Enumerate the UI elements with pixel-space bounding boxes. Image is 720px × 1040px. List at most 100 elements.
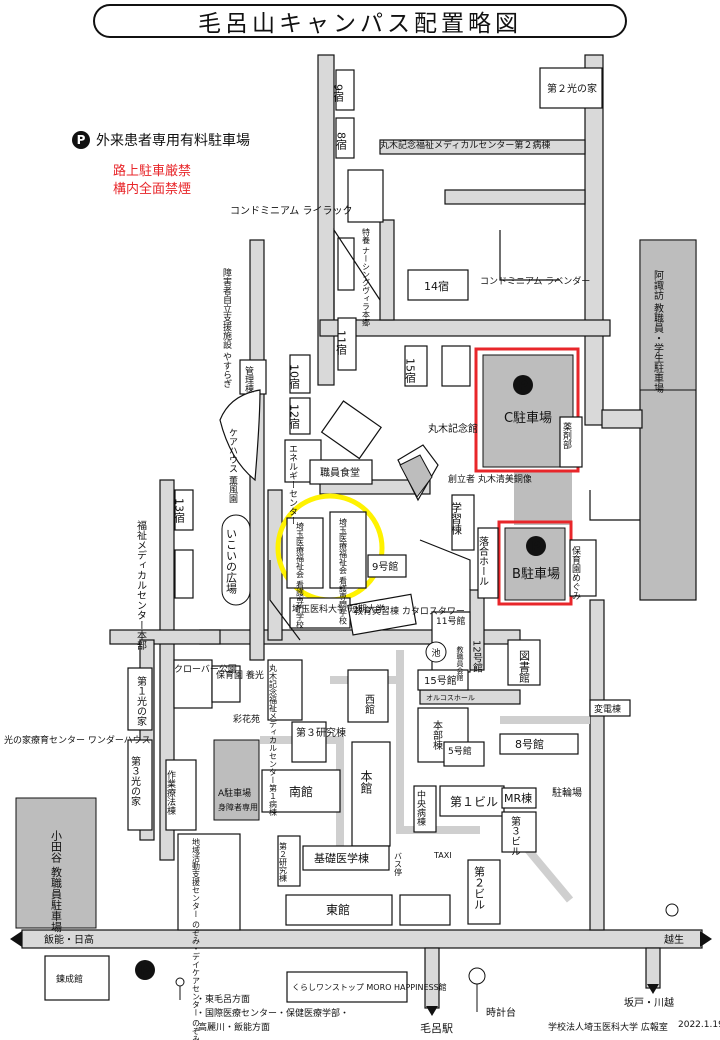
label-b-parking: B駐車場 bbox=[512, 567, 560, 582]
label-nursing-school1: 埼玉医療福祉会 看護専門学校 bbox=[296, 521, 305, 630]
label-tanki: 埼玉医科大学 短期大学 bbox=[292, 603, 385, 615]
ikoi-plaza bbox=[221, 514, 251, 606]
odaya-parking-lot bbox=[15, 797, 97, 929]
direction-west: 飯能・日高 bbox=[44, 933, 94, 946]
label-rensei: 鍊成館 bbox=[56, 973, 83, 985]
footer-org: 学校法人埼玉医科大学 広報室 bbox=[548, 1023, 668, 1033]
parking-areas bbox=[15, 239, 697, 929]
c-parking-lot bbox=[482, 354, 574, 468]
direction-south2: ・国際医療センター・保健医療学部・ bbox=[196, 1007, 349, 1019]
label-hikari3: 第３光の家 bbox=[129, 755, 141, 806]
label-shogaisha: 身障者専用 bbox=[218, 802, 258, 812]
footer-date: 2022.1.19 bbox=[678, 1020, 720, 1030]
arrow-left-icon bbox=[10, 931, 22, 947]
notice-no-smoking: 構内全面禁煙 bbox=[113, 182, 192, 197]
direction-station: 毛呂駅 bbox=[420, 1022, 453, 1035]
label-honkan: 本館 bbox=[359, 770, 373, 794]
label-catalo: 教育実習棟 カタロスタワー bbox=[354, 605, 465, 617]
label-honbu: 本部棟 bbox=[431, 719, 443, 751]
label-b8: 8宿 bbox=[335, 132, 348, 150]
label-yasuragi: 障害者自立支援施設 やすらぎ bbox=[221, 267, 232, 388]
label-akutsu: 阿諏訪 教職員・学生駐車場 bbox=[652, 270, 664, 394]
label-odaya: 小田谷 教職員駐車場 bbox=[50, 830, 63, 933]
label-bronze: 創立者 丸木清美銅像 bbox=[448, 473, 532, 485]
label-rakugo: 落合ホール bbox=[477, 536, 489, 586]
label-b9: 9宿 bbox=[332, 84, 345, 102]
label-care: ケアハウス 薫風園 bbox=[227, 428, 238, 504]
label-medical2: 丸木記念福祉メディカルセンター第２病棟 bbox=[380, 139, 550, 151]
buildings bbox=[44, 67, 631, 1003]
label-nankan: 南館 bbox=[289, 784, 313, 799]
label-hoiku-hikari: 保育園 養光 bbox=[216, 669, 264, 681]
label-tokan: 東館 bbox=[326, 902, 350, 917]
arrow-right-icon bbox=[700, 931, 712, 947]
roads bbox=[21, 54, 703, 1009]
parking-icons: P P P bbox=[135, 375, 546, 980]
label-sakugyo: 作業療法棟 bbox=[165, 769, 176, 816]
label-hikari-center: 光の家療育センター ワンダーハウス bbox=[4, 734, 151, 746]
label-condo-lilac: コンドミニアム ライラック bbox=[230, 205, 352, 217]
label-biru3: 第３ビル bbox=[509, 815, 521, 856]
label-biru1: 第１ビル bbox=[450, 795, 498, 809]
label-chiiki: 地域活動支援センター のぞみ・デイケアセンター のぞみ bbox=[192, 837, 201, 1040]
label-saika: 彩花苑 bbox=[233, 713, 260, 725]
arrow-down-icon bbox=[426, 1006, 438, 1016]
label-b15kan: 15号館 bbox=[424, 674, 457, 687]
svg-text:P: P bbox=[531, 540, 541, 555]
parking-icon bbox=[526, 536, 546, 556]
label-c-parking: C駐車場 bbox=[504, 411, 552, 426]
label-nursing-school2: 埼玉医療福祉会 看護専門学校 bbox=[339, 517, 348, 626]
label-biru2: 第２ビル bbox=[473, 865, 486, 910]
notice-no-parking: 路上駐車厳禁 bbox=[113, 164, 192, 179]
label-b5kan: 5号館 bbox=[448, 745, 472, 757]
label-chuo: 中央病棟 bbox=[415, 789, 426, 827]
label-b9kan: 9号館 bbox=[372, 560, 398, 573]
label-ike: 池 bbox=[431, 647, 440, 659]
label-seikan: 西館 bbox=[363, 694, 375, 715]
direction-south3: 高麗川・飯能方面 bbox=[198, 1021, 270, 1033]
clock-icon bbox=[468, 967, 486, 985]
label-toshokan: 図書館 bbox=[518, 650, 531, 684]
label-hoiku-megumi: 保育園めぐみ bbox=[570, 545, 581, 600]
label-shokudo: 職員食堂 bbox=[320, 466, 360, 479]
legend: P 外来患者専用有料駐車場 bbox=[72, 130, 250, 150]
label-kyoshitsu: 教職員会館 bbox=[456, 645, 464, 682]
label-mr: MR棟 bbox=[504, 791, 532, 805]
svg-text:P: P bbox=[140, 964, 150, 979]
label-kanri: 管理棟 bbox=[243, 365, 254, 394]
label-clover: クローバー公園 bbox=[174, 664, 237, 675]
label-kiso: 基礎医学棟 bbox=[314, 851, 369, 865]
label-gakushu: 学習棟 bbox=[450, 501, 463, 536]
direction-arrows bbox=[10, 931, 712, 1016]
label-bus: バス停 bbox=[394, 852, 403, 877]
label-energy: エネルギーセンター bbox=[287, 444, 298, 525]
label-kurashi: くらしワンストップ MORO HAPPINESS館 bbox=[292, 982, 447, 992]
legend-label: 外来患者専用有料駐車場 bbox=[96, 133, 250, 149]
label-churin: 駐輪場 bbox=[552, 786, 582, 799]
label-maruki-hall: 丸木記念館 bbox=[428, 422, 478, 435]
parking-icon: P bbox=[72, 131, 90, 149]
label-medical-main: 福祉メディカルセンター本部 bbox=[135, 519, 147, 651]
direction-east: 越生 bbox=[664, 933, 684, 946]
misc-icons bbox=[175, 903, 679, 1012]
label-kenkyu3: 第３研究棟 bbox=[296, 726, 346, 739]
pond bbox=[425, 641, 447, 663]
parking-icon bbox=[513, 375, 533, 395]
postal-icon bbox=[665, 903, 679, 917]
label-keifu: 薬剤部 bbox=[561, 421, 572, 450]
label-henden: 変電棟 bbox=[594, 703, 621, 715]
label-tokeidai: 時計台 bbox=[486, 1006, 516, 1019]
label-ikoi: いこいの広場 bbox=[225, 528, 238, 595]
label-a-parking: A駐車場 bbox=[218, 787, 251, 799]
direction-south1: ・東毛呂方面 bbox=[196, 993, 250, 1005]
parking-icon bbox=[135, 960, 155, 980]
label-b15: 15宿 bbox=[404, 358, 417, 383]
map-title: 毛呂山キャンパス配置略図 bbox=[93, 4, 627, 38]
label-kenkyu2: 第２研究棟 bbox=[279, 841, 288, 883]
label-condo-lavender: コンドミニアム ラベンダー bbox=[480, 275, 590, 287]
person-icon bbox=[175, 977, 185, 987]
svg-text:P: P bbox=[518, 379, 528, 394]
arrow-down-icon bbox=[647, 984, 659, 994]
label-medical1: 丸木記念福祉メディカルセンター第１病棟 bbox=[269, 663, 278, 817]
